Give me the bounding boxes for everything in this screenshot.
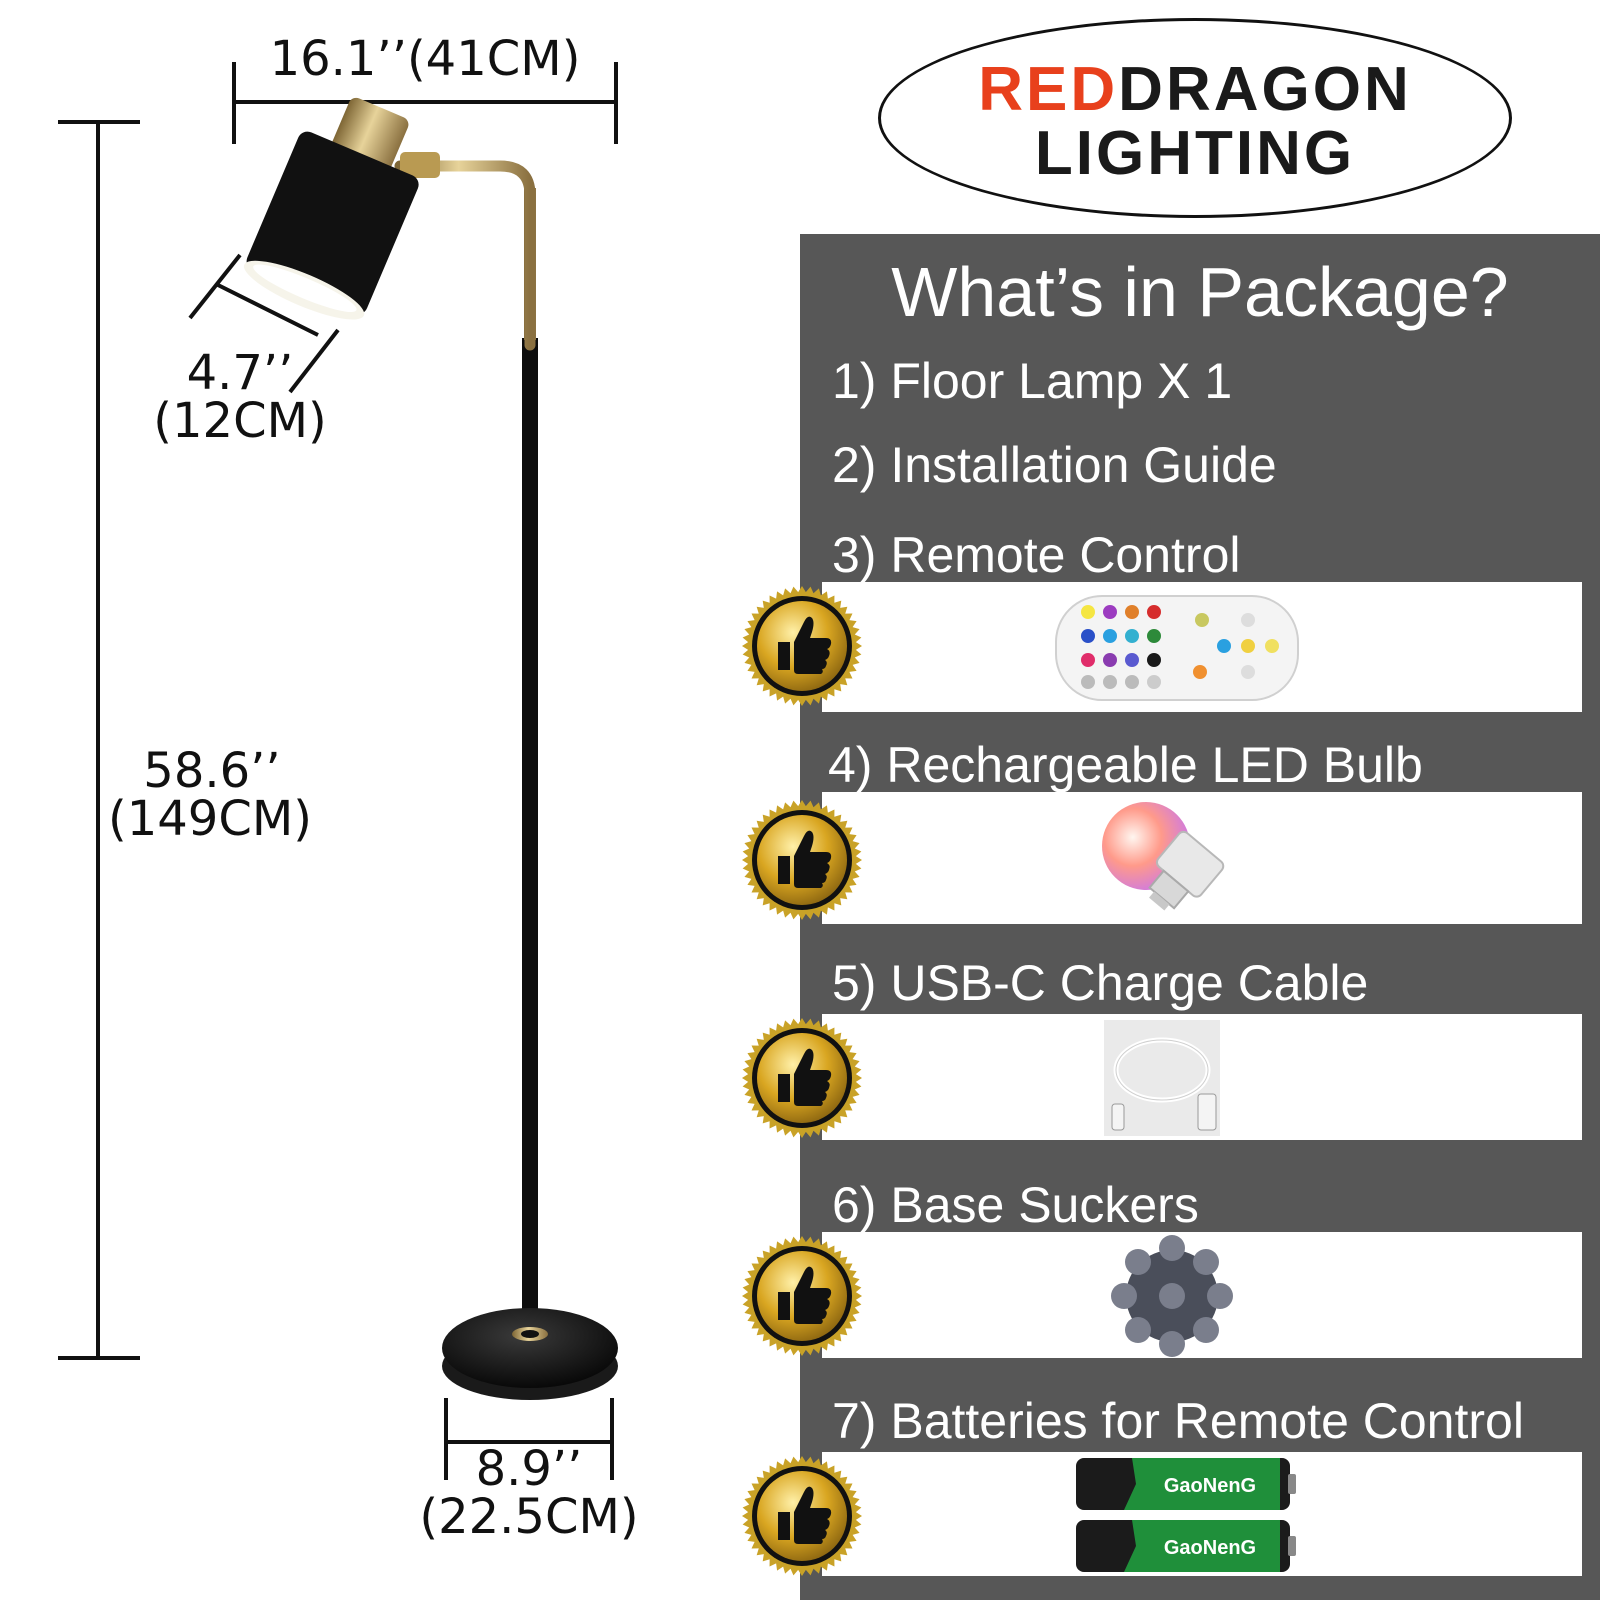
package-item-5: 5) USB-C Charge Cable	[832, 955, 1369, 1011]
lamp-base	[442, 1308, 618, 1400]
battery-bottom	[1076, 1520, 1296, 1572]
usb-c-cable-icon	[1104, 1020, 1220, 1136]
package-item-3: 3) Remote Control	[832, 527, 1241, 583]
base-cm-label: (22.5CM)	[419, 1489, 639, 1545]
lamp-arm-joint	[400, 152, 440, 178]
width-label: 16.1’’(41CM)	[269, 31, 581, 87]
shade-cm-label: (12CM)	[153, 393, 327, 449]
brand-dark-word: DRAGON	[1118, 55, 1412, 124]
height-cm-label: (149CM)	[108, 791, 312, 847]
led-bulb-icon	[1102, 802, 1225, 911]
lamp-shade	[243, 97, 419, 320]
package-item-1: 1) Floor Lamp X 1	[832, 353, 1233, 409]
package-item-4: 4) Rechargeable LED Bulb	[828, 737, 1423, 793]
base-inch-label: 8.9’’	[475, 1441, 583, 1497]
package-item-6: 6) Base Suckers	[832, 1177, 1199, 1233]
lamp-illustration	[58, 62, 618, 1480]
package-item-2: 2) Installation Guide	[832, 437, 1277, 493]
brand-red-word: RED	[978, 55, 1119, 124]
height-dimension-line	[58, 120, 140, 1360]
package-item-7: 7) Batteries for Remote Control	[832, 1393, 1524, 1449]
thumbs-up-badge-icon	[740, 1016, 864, 1140]
battery-brand-bottom: GaoNenG	[1164, 1537, 1256, 1559]
shade-inch-label: 4.7’’	[186, 345, 294, 401]
thumbs-up-badge-icon	[740, 1454, 864, 1578]
lamp-arm	[394, 160, 536, 351]
shade-dimension-line	[188, 253, 340, 394]
base-dimension-line	[444, 1398, 614, 1480]
package-title: What’s in Package?	[891, 253, 1509, 331]
thumbs-up-badge-icon	[740, 798, 864, 922]
thumbs-up-badge-icon	[740, 584, 864, 708]
width-dimension-line	[232, 62, 618, 144]
thumbs-up-badge-icon	[740, 1234, 864, 1358]
remote-control-icon	[1055, 595, 1299, 701]
battery-top	[1076, 1458, 1296, 1510]
brand-logo: REDDRAGON LIGHTING	[878, 18, 1512, 218]
brand-subtitle: LIGHTING	[1034, 119, 1356, 188]
battery-brand-top: GaoNenG	[1164, 1475, 1256, 1497]
base-suckers-icon	[1111, 1235, 1233, 1357]
height-inch-label: 58.6’’	[143, 743, 281, 799]
batteries-icon: GaoNenG GaoNenG	[1076, 1458, 1296, 1572]
lamp-pole	[522, 338, 538, 1328]
